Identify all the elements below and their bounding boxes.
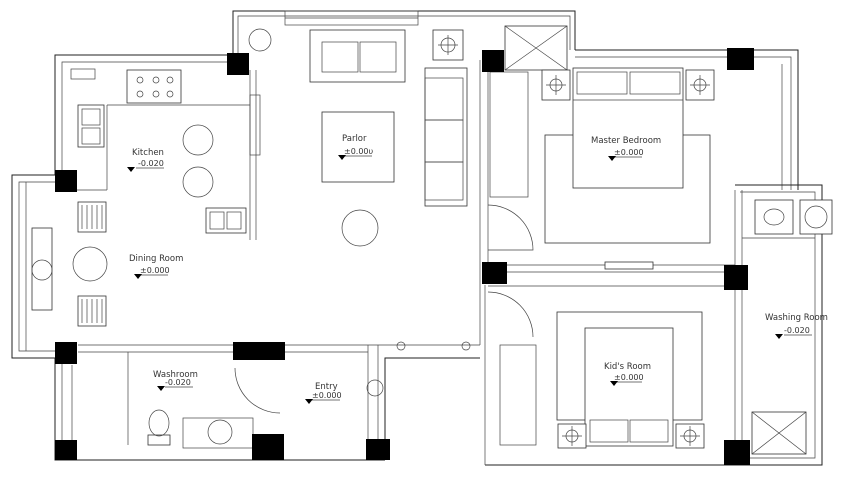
room-level: ±0.000 [614,373,644,382]
dining-table [72,246,108,282]
basin-icon [754,199,794,235]
bed-icon [556,311,703,447]
room-name: Parlor [342,134,367,144]
room-label-kids: Kid's Room ±0.000 [604,362,651,386]
pillar [55,170,77,192]
lamp-icon [685,69,715,101]
room-name: Dining Room [129,254,183,264]
sofa-icon [309,29,406,83]
room-level: ±0.000 [614,148,644,157]
plant-icon [31,259,53,281]
room-level: -0.020 [165,378,191,387]
pillar [482,50,504,72]
pillar [724,440,750,465]
room-label-master: Master Bedroom ±0.000 [591,136,661,161]
pillar [233,342,285,360]
pillar [55,440,77,460]
room-label-kitchen: Kitchen -0.020 [127,148,164,172]
room-label-washing: Washing Room -0.020 [765,313,828,339]
washer-icon [799,199,833,235]
room-level: -0.020 [138,159,164,168]
window-icon [751,411,807,455]
room-labels: Kitchen -0.020 Dining Room ±0.000 Parlor… [127,134,828,404]
room-name: Kitchen [132,148,164,158]
pillar [727,48,754,70]
room-level: ±0.00υ [344,147,374,156]
room-label-dining: Dining Room ±0.000 [129,254,183,279]
lamp-icon [557,423,587,449]
room-level: -0.020 [784,326,810,335]
door-swings [234,204,534,414]
furniture [31,25,833,455]
sink-icon [205,207,247,234]
pillar [482,262,507,284]
lamp-icon [432,29,464,61]
room-label-parlor: Parlor ±0.00υ [338,134,374,160]
pillar [724,265,748,290]
room-name: Washing Room [765,313,828,323]
room-name: Kid's Room [604,362,651,372]
room-name: Master Bedroom [591,136,661,146]
lamp-icon [541,69,571,101]
pillar [227,53,249,75]
pillar [55,342,77,364]
window-icon [504,25,568,71]
bed-icon [544,67,711,244]
room-name: Washroom [153,370,198,380]
room-level: ±0.000 [140,266,170,275]
room-level: ±0.000 [312,391,342,400]
lamp-icon [675,423,705,449]
pillars [55,48,754,465]
plant-icon [366,379,384,397]
room-label-washroom: Washroom -0.020 [153,370,198,391]
room-label-entry: Entry ±0.000 [305,382,342,404]
pillar [252,434,284,460]
toilet-icon [147,409,171,446]
sofa-icon [424,67,468,207]
stove-icon [126,69,182,104]
sink-icon [77,104,105,148]
room-name: Entry [315,382,338,392]
basin-icon [207,419,233,445]
pillar [366,439,390,460]
